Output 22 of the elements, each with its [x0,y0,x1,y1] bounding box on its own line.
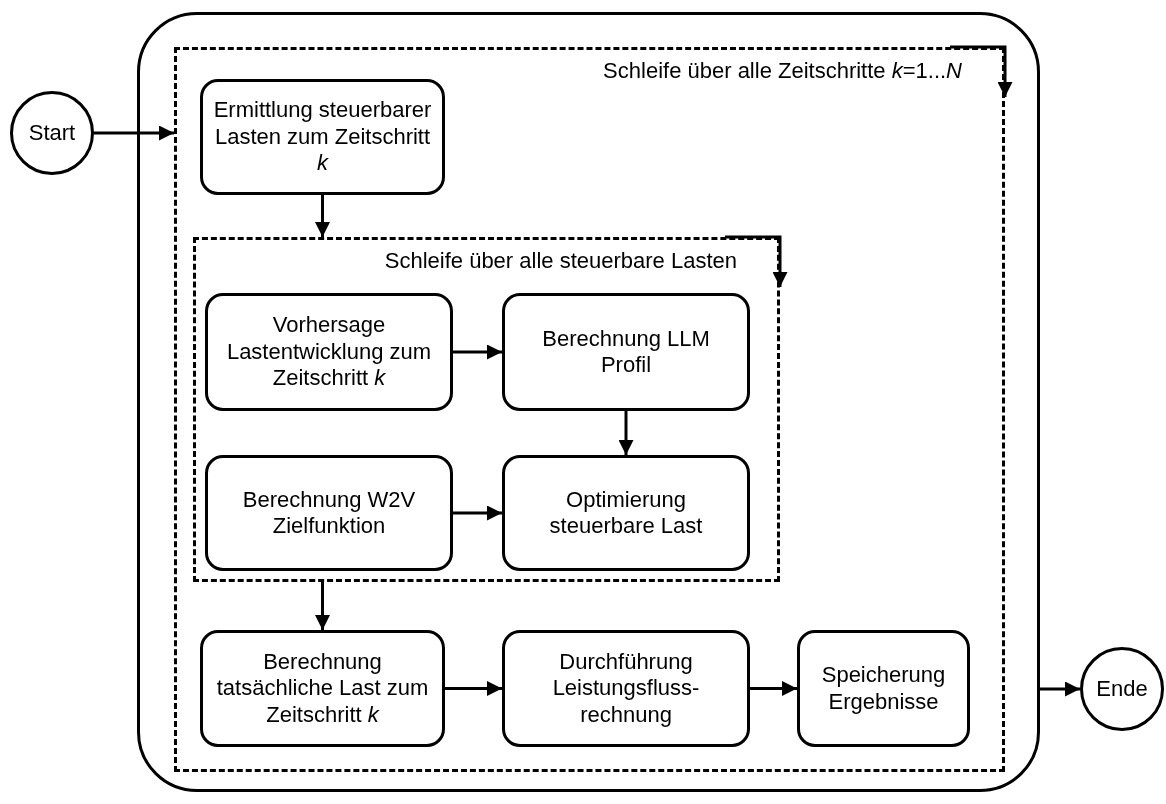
loop-frame [193,237,780,582]
arrow [94,125,174,141]
arrow [750,681,797,696]
terminal-circle: Ende [1080,647,1164,731]
arrow [315,582,330,630]
terminal-circle: Start [10,91,94,175]
arrow [315,195,330,237]
process-box: Ermittlung steuerbarer Lasten zum Zeitschritt k [200,79,445,195]
arrow [445,681,502,696]
loop-title: Schleife über alle steuerbare Lasten [384,248,737,274]
process-box: Optimierung steuerbare Last [502,455,750,571]
process-box: Berechnung tatsächliche Last zum Zeitschritt k [200,630,445,747]
arrow [618,411,634,455]
arrow [1040,681,1080,697]
loop-title: Schleife über alle Zeitschritte k=1...N [603,58,962,84]
process-box: Speicherung Ergebnisse [797,630,970,747]
process-box: Vorhersage Lastentwicklung zum Zeitschritt k [205,293,453,411]
arrow [453,344,502,360]
arrow [453,505,502,521]
process-box: Berechnung LLM Profil [502,293,750,411]
process-box: Berechnung W2V Zielfunktion [205,455,453,571]
process-box: Durchführung Leistungsfluss- rechnung [502,630,750,747]
